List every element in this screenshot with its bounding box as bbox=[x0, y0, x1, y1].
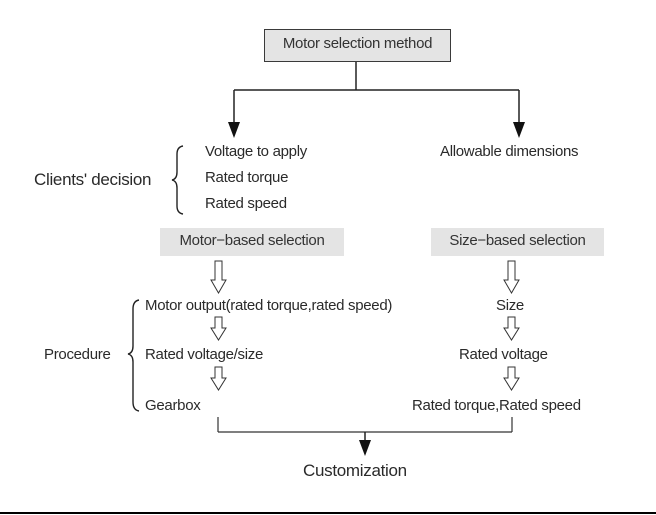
procedure-label: Procedure bbox=[44, 346, 111, 363]
procedure-step: Rated voltage/size bbox=[145, 346, 264, 363]
allowable-dimensions-label: Allowable dimensions bbox=[440, 143, 579, 160]
right-arrowhead bbox=[513, 122, 525, 138]
size-step: Rated torque,Rated speed bbox=[412, 397, 581, 414]
hollow-arrow-left-3 bbox=[210, 366, 227, 391]
procedure-step: Gearbox bbox=[145, 397, 201, 414]
procedure-brace bbox=[127, 299, 140, 412]
hollow-arrow-right-3 bbox=[503, 366, 520, 391]
decision-item: Rated speed bbox=[205, 195, 287, 212]
hollow-arrow-left-1 bbox=[210, 260, 227, 295]
bottom-rule bbox=[0, 512, 656, 514]
procedure-step: Motor output(rated torque,rated speed) bbox=[145, 297, 393, 314]
title-box: Motor selection method bbox=[264, 29, 451, 62]
customization-label: Customization bbox=[303, 461, 407, 480]
decision-item: Voltage to apply bbox=[205, 143, 307, 160]
size-step: Rated voltage bbox=[459, 346, 548, 363]
motor-based-selection-box: Motor−based selection bbox=[160, 228, 344, 256]
title-text: Motor selection method bbox=[282, 35, 433, 52]
size-based-selection-text: Size−based selection bbox=[449, 232, 586, 249]
motor-based-selection-text: Motor−based selection bbox=[179, 232, 325, 249]
hollow-arrow-right-1 bbox=[503, 260, 520, 295]
left-arrowhead bbox=[228, 122, 240, 138]
size-step: Size bbox=[496, 297, 524, 314]
hollow-arrow-right-2 bbox=[503, 316, 520, 341]
hollow-arrow-left-2 bbox=[210, 316, 227, 341]
result-arrowhead bbox=[359, 440, 371, 456]
size-based-selection-box: Size−based selection bbox=[431, 228, 604, 256]
decision-item: Rated torque bbox=[205, 169, 289, 186]
clients-decision-brace bbox=[171, 145, 184, 215]
clients-decision-label: Clients' decision bbox=[34, 170, 152, 189]
